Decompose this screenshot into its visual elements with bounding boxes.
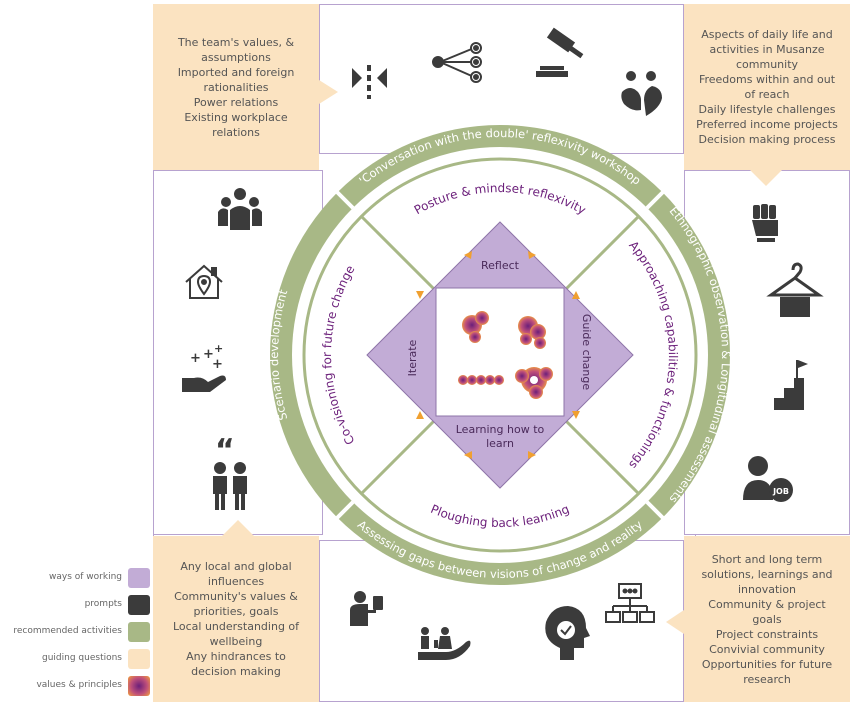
- legend-label: ways of working: [49, 572, 122, 582]
- diamond-bottom-label-line1: Learning how to: [456, 423, 545, 436]
- legend-label: values & principles: [36, 680, 122, 690]
- note-line: Daily lifestyle challenges: [698, 103, 836, 116]
- job-seeker-icon: JOB: [743, 456, 793, 502]
- note-pointer-bottom-right: [666, 610, 684, 634]
- svg-text:JOB: JOB: [772, 487, 789, 496]
- diamond-bottom-label-line2: learn: [486, 437, 514, 450]
- note-line: Aspects of daily life and: [701, 28, 833, 41]
- legend-label: prompts: [84, 599, 122, 609]
- note-line: Any hindrances to: [186, 650, 286, 663]
- quadrant-dividers: [359, 214, 641, 496]
- note-line: activities in Musanze: [709, 43, 825, 56]
- legend-label: guiding questions: [42, 653, 122, 663]
- legend-item: values & principles: [4, 676, 154, 698]
- note-line: Freedoms within and out: [698, 73, 836, 86]
- people-quote-icon: “: [213, 433, 247, 510]
- note-line: relations: [212, 125, 260, 139]
- note-line: decision making: [191, 665, 281, 678]
- note-line: Imported and foreign: [177, 65, 295, 79]
- note-line: Preferred income projects: [696, 118, 838, 131]
- values-blob-1: [462, 311, 489, 343]
- diamond-center: [435, 287, 565, 417]
- note-line: community: [735, 58, 799, 71]
- person-tablet-icon: [350, 591, 383, 626]
- note-pointer-top-right: [750, 170, 782, 186]
- note-line: solutions, learnings and: [701, 567, 833, 581]
- clothes-hanger-icon: [766, 262, 824, 317]
- svg-text:+: +: [190, 351, 201, 366]
- note-pointer-top-left: [319, 80, 338, 104]
- diamond-right-label: Guide change: [580, 314, 593, 391]
- diamond-left-label: Iterate: [406, 339, 419, 376]
- legend-item: guiding questions: [4, 649, 154, 671]
- note-line: wellbeing: [209, 635, 263, 648]
- note-line: Power relations: [193, 95, 279, 109]
- values-blob-3: [458, 375, 504, 385]
- note-line: Opportunities for future: [701, 657, 833, 671]
- legend-swatch: [128, 595, 150, 615]
- people-heart-icon: [621, 71, 662, 116]
- network-nodes-icon: [432, 42, 482, 83]
- note-line: rationalities: [203, 80, 269, 94]
- note-line: Community & project: [708, 597, 826, 611]
- legend-item: recommended activities: [4, 622, 154, 644]
- inner-ring-line: [302, 157, 698, 553]
- note-line: Existing workplace: [184, 110, 288, 124]
- note-line: Local understanding of: [172, 620, 300, 633]
- cycle-arrows: [416, 251, 580, 459]
- hand-sparkle-icon: + + + +: [182, 342, 226, 392]
- note-line: Any local and global: [180, 560, 292, 573]
- note-line: influences: [207, 575, 265, 588]
- community-group-icon: [218, 188, 262, 230]
- home-location-icon: [185, 264, 223, 299]
- note-line: innovation: [737, 582, 797, 596]
- note-line: Community's values &: [174, 590, 298, 603]
- arrows-converge-icon: [352, 65, 387, 99]
- stairs-flag-icon: [774, 360, 808, 410]
- ring-dividers: [335, 190, 665, 520]
- values-blob-2: [518, 316, 546, 349]
- raised-fist-icon: [752, 204, 778, 242]
- note-top-right: Aspects of daily life and activities in M…: [684, 4, 850, 170]
- svg-text:+: +: [214, 342, 223, 355]
- legend-swatch: [128, 622, 150, 642]
- legend-swatch: [128, 676, 150, 696]
- legend-swatch: [128, 649, 150, 669]
- note-line: Short and long term: [711, 552, 823, 566]
- note-pointer-bottom-left: [222, 520, 254, 536]
- gavel-icon: [536, 27, 584, 77]
- hand-family-icon: [418, 627, 471, 660]
- note-line: Convivial community: [709, 642, 825, 656]
- legend-swatch: [128, 568, 150, 588]
- note-line: goals: [752, 612, 782, 626]
- note-line: research: [743, 672, 791, 686]
- note-line: Decision making process: [698, 133, 836, 146]
- note-line: assumptions: [201, 50, 271, 64]
- legend-item: prompts: [4, 595, 154, 617]
- legend-item: ways of working: [4, 568, 154, 590]
- head-check-icon: [545, 606, 590, 660]
- note-line: of reach: [744, 88, 790, 101]
- svg-text:+: +: [212, 357, 223, 372]
- svg-text:+: +: [203, 347, 214, 362]
- note-line: priorities, goals: [193, 605, 279, 618]
- svg-text:“: “: [215, 433, 235, 468]
- diamond-top-label: Reflect: [481, 259, 520, 272]
- legend-label: recommended activities: [13, 626, 122, 636]
- note-line: The team's values, &: [177, 35, 295, 49]
- org-chart-icon: [605, 583, 655, 623]
- note-line: Project constraints: [715, 627, 819, 641]
- values-blob-4: [515, 367, 553, 399]
